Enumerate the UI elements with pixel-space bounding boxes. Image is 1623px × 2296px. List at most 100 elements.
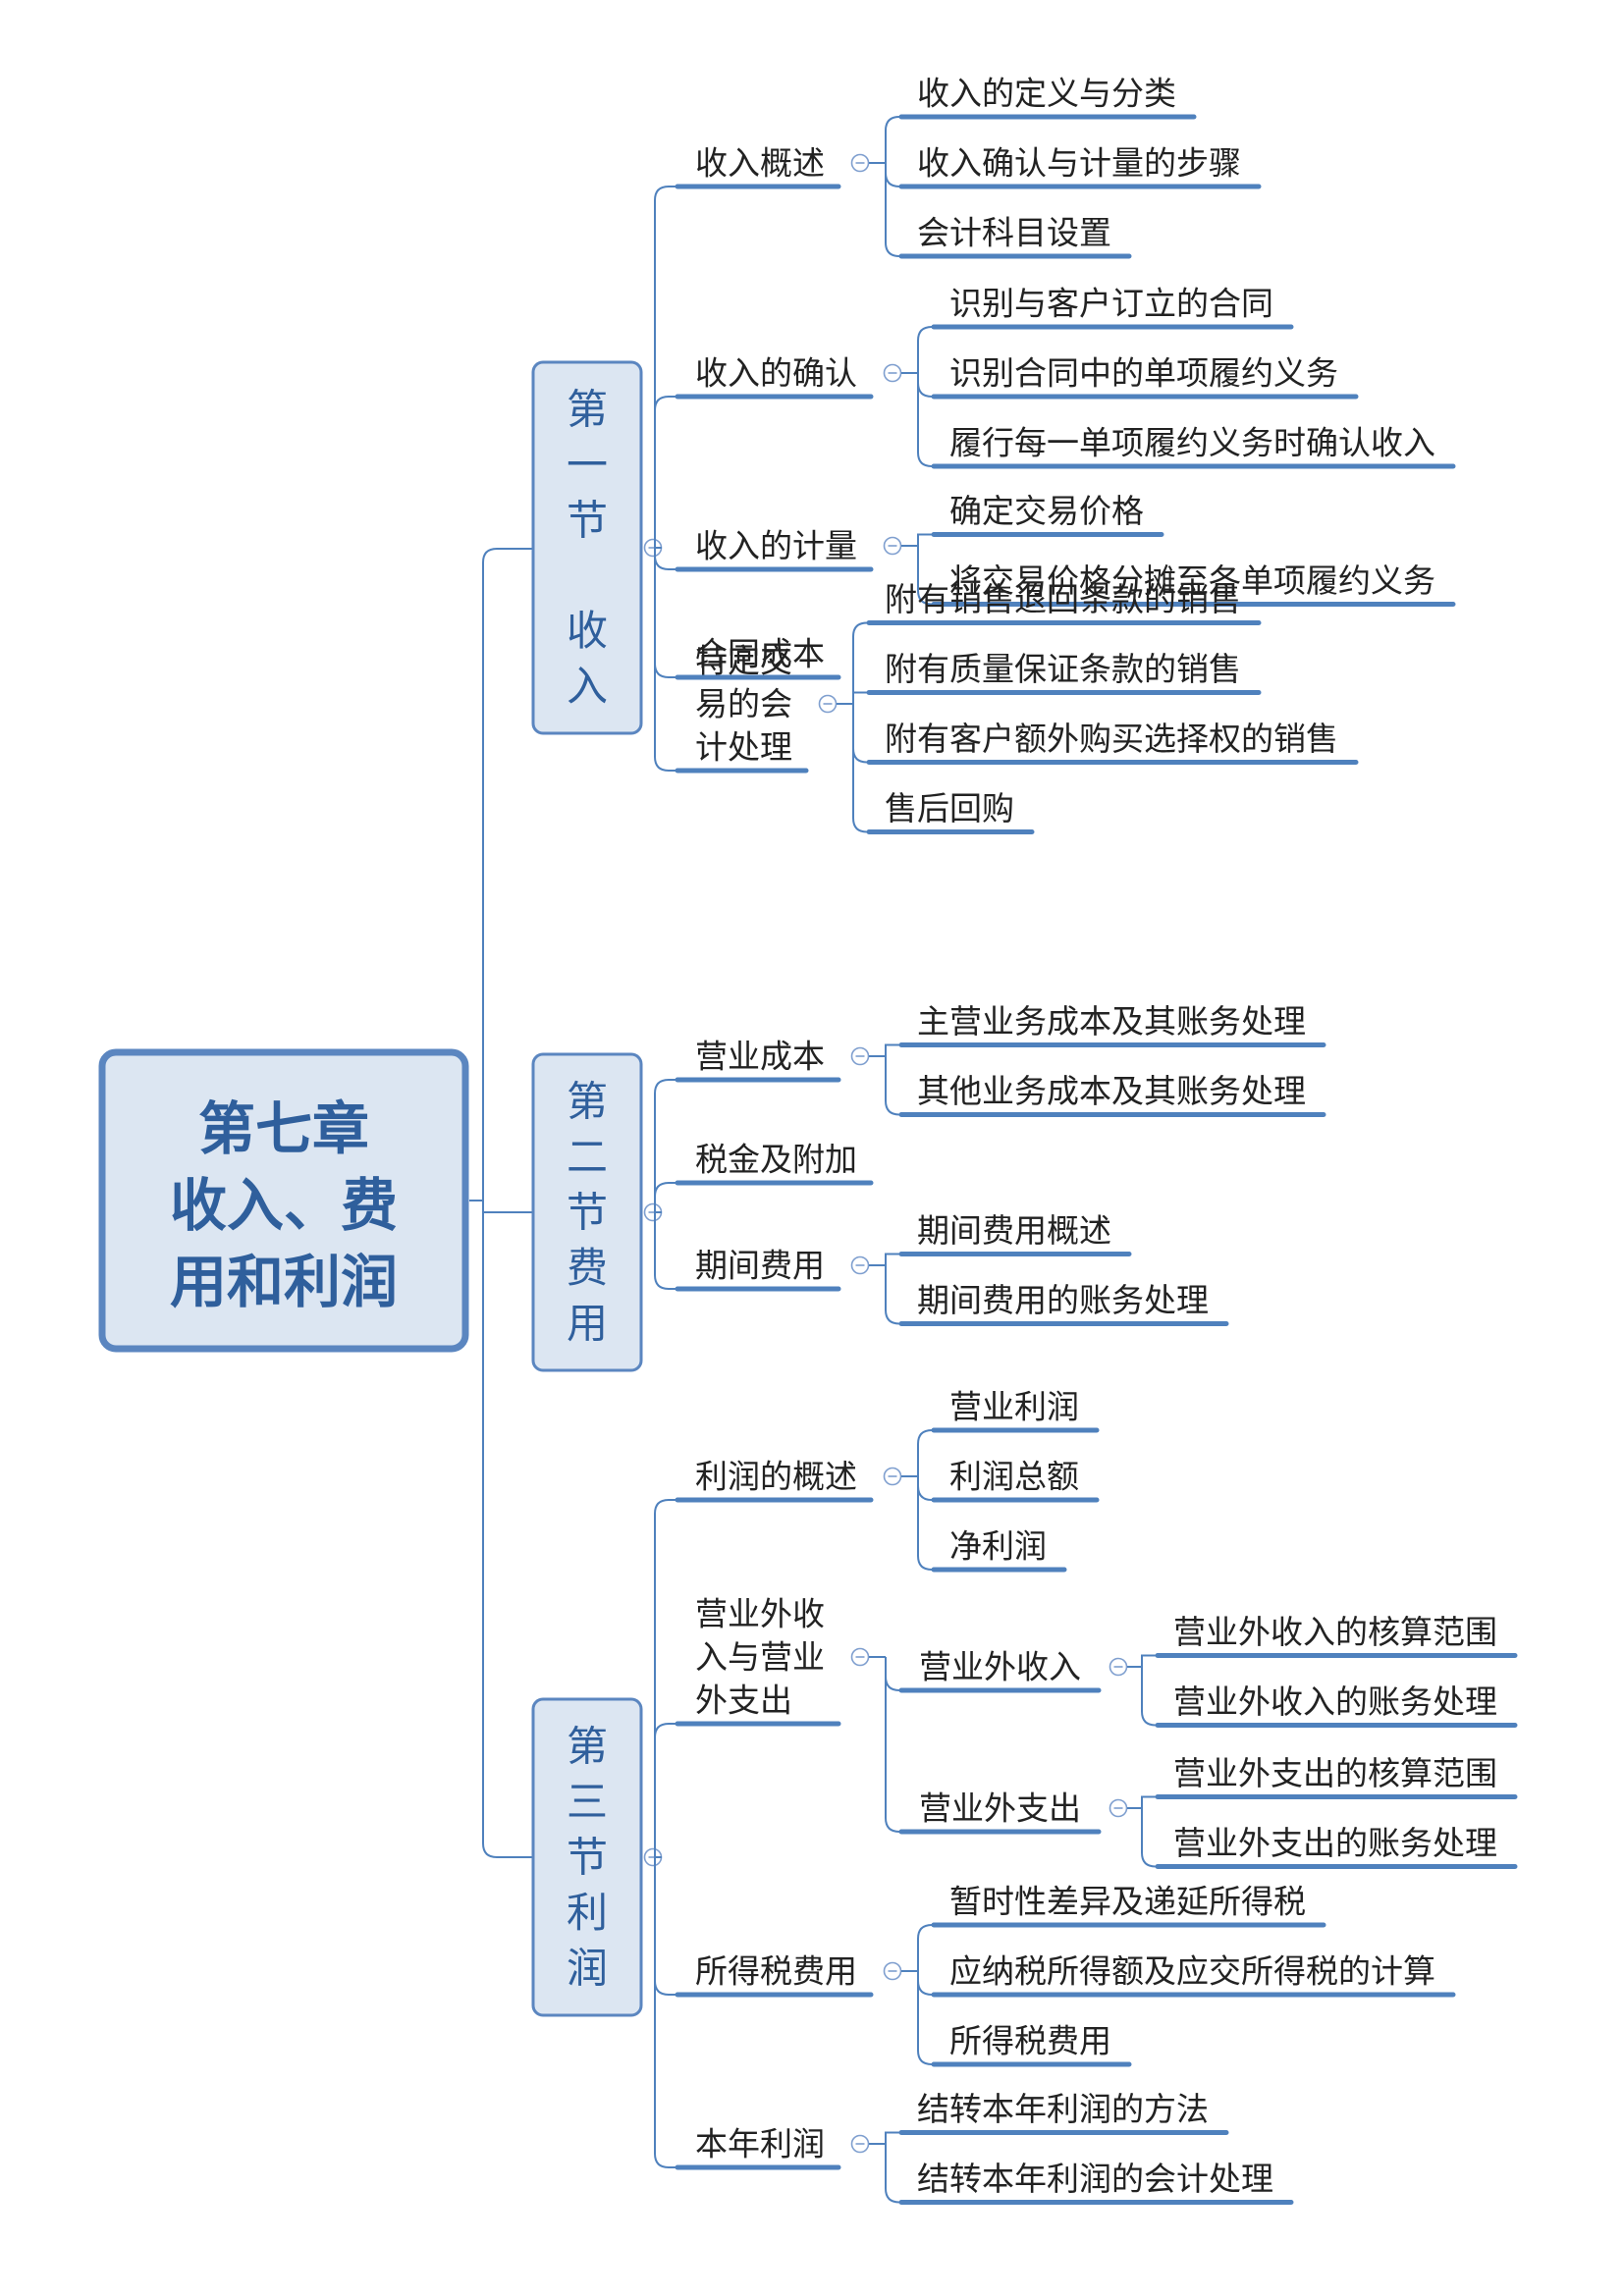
- topic-children-connector-branch-0: [917, 1429, 934, 1476]
- section-1-connector-branch-0: [654, 186, 677, 548]
- section-title-char: 第: [567, 1723, 608, 1771]
- leaf-label: 期间费用的账务处理: [917, 1281, 1209, 1319]
- root-title-line: 用和利润: [170, 1249, 398, 1315]
- topic-label: 利润的概述: [695, 1458, 857, 1496]
- section-3-connector-branch-2: [654, 1857, 677, 1996]
- leaf-label: 将交易价格分摊至各单项履约义务: [949, 561, 1435, 600]
- subtopic-children-connector-branch-1: [1141, 1808, 1158, 1868]
- topic-label: 税金及附加: [695, 1141, 857, 1179]
- section-3-connector-branch-1: [654, 1723, 677, 1857]
- leaf-label: 营业外收入的核算范围: [1173, 1613, 1497, 1651]
- section-node-1[interactable]: [531, 360, 643, 735]
- leaf-label: 附有质量保证条款的销售: [885, 650, 1241, 688]
- root-node[interactable]: [98, 1048, 469, 1353]
- section-title-char: 节: [567, 1189, 608, 1237]
- topic-label: 本年利润: [695, 2125, 825, 2163]
- leaf-label: 主营业务成本及其账务处理: [917, 1002, 1306, 1041]
- section-title-char: 入: [567, 662, 608, 710]
- subtopic-connector-branch-1: [885, 1657, 901, 1833]
- leaf-label: 营业外支出的账务处理: [1173, 1824, 1497, 1862]
- topic-children-connector-branch-1: [885, 1265, 901, 1325]
- topic-label: 营业外收: [695, 1595, 825, 1633]
- section-2-connector-branch-1: [654, 1182, 677, 1212]
- root-connector-branch-1: [482, 1201, 533, 1213]
- subtopic-label: 营业外支出: [919, 1789, 1081, 1828]
- topic-children-connector-branch-0: [885, 2131, 901, 2144]
- root-connector-branch-0: [482, 548, 533, 1201]
- topic-children-connector-branch-1: [852, 691, 869, 704]
- topic-label: 期间费用: [695, 1247, 825, 1285]
- topic-children-connector-branch-3: [852, 704, 869, 833]
- subtopic-children-connector-branch-0: [1141, 1654, 1158, 1667]
- topic-label: 合同成本: [695, 635, 825, 673]
- section-3-connector-branch-3: [654, 1857, 677, 2168]
- topic-children-connector-branch-0: [885, 116, 901, 163]
- topic-children-connector-branch-1: [917, 1971, 934, 1996]
- topic-children-connector-branch-2: [852, 704, 869, 764]
- topic-children-connector-branch-1: [885, 2144, 901, 2204]
- leaf-label: 暂时性差异及递延所得税: [949, 1883, 1306, 1921]
- topic-children-connector-branch-0: [917, 533, 934, 546]
- section-title-char: 第: [567, 1078, 608, 1126]
- subtopic-children-connector-branch-0: [1141, 1795, 1158, 1808]
- topic-children-connector-branch-2: [917, 1971, 934, 2065]
- topic-label: 易的会: [695, 685, 792, 723]
- subtopic-connector-branch-0: [885, 1657, 901, 1691]
- topic-children-connector-branch-1: [885, 163, 901, 187]
- topic-label: 收入的确认: [695, 354, 857, 393]
- section-title-char: 收: [567, 607, 608, 655]
- section-node-2[interactable]: [531, 1052, 643, 1372]
- leaf-label: 期间费用概述: [917, 1211, 1111, 1250]
- section-title-char: 三: [567, 1778, 608, 1826]
- section-title-char: 节: [567, 496, 608, 544]
- leaf-label: 附有销售退回条款的销售: [885, 580, 1241, 618]
- leaf-label: 营业利润: [949, 1388, 1079, 1426]
- topic-label: 营业成本: [695, 1038, 825, 1076]
- topic-label: 收入概述: [695, 144, 825, 183]
- topic-label: 外支出: [695, 1682, 792, 1720]
- section-1-connector-branch-1: [654, 396, 677, 548]
- subtopic-label: 营业外收入: [919, 1648, 1081, 1686]
- topic-children-connector-branch-2: [917, 1476, 934, 1571]
- section-title-char: 二: [567, 1133, 608, 1181]
- topic-label: 收入的计量: [695, 527, 857, 565]
- topic-children-connector-branch-0: [917, 326, 934, 373]
- leaf-label: 确定交易价格: [949, 492, 1144, 530]
- topic-children-connector-branch-2: [885, 163, 901, 257]
- section-1-connector-branch-4: [654, 548, 677, 772]
- root-title-line: 收入、费: [170, 1172, 398, 1239]
- leaf-label: 营业外支出的核算范围: [1173, 1754, 1497, 1792]
- leaf-label: 结转本年利润的会计处理: [917, 2160, 1273, 2198]
- root-title-line: 第七章: [198, 1095, 369, 1162]
- topic-children-connector-branch-1: [917, 373, 934, 398]
- leaf-label: 附有客户额外购买选择权的销售: [885, 720, 1338, 758]
- section-3-connector-branch-0: [654, 1499, 677, 1857]
- leaf-label: 结转本年利润的方法: [917, 2090, 1209, 2128]
- section-title-char: 第: [567, 386, 608, 434]
- leaf-label: 其他业务成本及其账务处理: [917, 1072, 1306, 1110]
- leaf-label: 售后回购: [885, 789, 1014, 828]
- section-title-char: 费: [567, 1244, 608, 1292]
- root-connector-branch-2: [482, 1201, 533, 1858]
- section-title-char: 用: [567, 1299, 608, 1347]
- section-2-connector-branch-2: [654, 1212, 677, 1290]
- topic-children-connector-branch-0: [885, 1043, 901, 1056]
- leaf-label: 应纳税所得额及应交所得税的计算: [949, 1952, 1435, 1991]
- topic-label: 入与营业: [695, 1638, 825, 1677]
- leaf-label: 收入确认与计量的步骤: [917, 144, 1241, 183]
- section-title-char: 润: [567, 1944, 608, 1992]
- section-title-char: 利: [567, 1889, 608, 1937]
- topic-children-connector-branch-2: [917, 373, 934, 467]
- section-node-3[interactable]: [531, 1697, 643, 2017]
- topic-children-connector-branch-0: [917, 1924, 934, 1971]
- section-title-char: 一: [567, 441, 608, 489]
- leaf-label: 利润总额: [949, 1458, 1079, 1496]
- section-title-char: 节: [567, 1834, 608, 1882]
- leaf-label: 会计科目设置: [917, 214, 1111, 252]
- leaf-label: 净利润: [949, 1527, 1047, 1566]
- leaf-label: 履行每一单项履约义务时确认收入: [949, 424, 1435, 462]
- topic-children-connector-branch-0: [885, 1253, 901, 1265]
- topic-children-connector-branch-1: [917, 1476, 934, 1501]
